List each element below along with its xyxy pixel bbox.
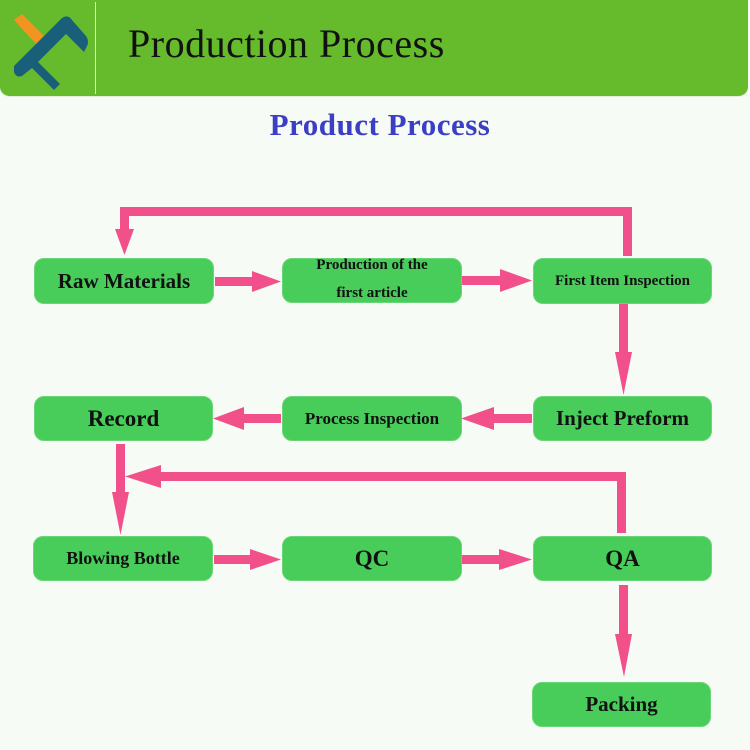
arrow-raw-to-production (215, 271, 281, 292)
node-label-line1: Production of the (316, 256, 428, 273)
node-label: Inject Preform (555, 406, 690, 430)
node-process-inspection: Process Inspection (282, 396, 462, 441)
node-raw-materials: Raw Materials (34, 258, 214, 304)
arrow-blowing-to-qc (214, 549, 281, 570)
node-label-line2: first article (336, 284, 408, 301)
diagram-title: Product Process (269, 107, 491, 142)
header-banner: Production Process (0, 0, 748, 97)
node-production-first-article: Production of the first article (282, 256, 462, 303)
arrow-first-inspection-to-inject (615, 304, 632, 395)
node-label: First Item Inspection (555, 272, 690, 289)
header-divider (95, 2, 96, 94)
loop-arrow-first-inspection-to-raw-materials (115, 207, 632, 256)
node-qa: QA (533, 536, 712, 581)
arrow-production-to-first-inspection (462, 269, 532, 292)
node-label: Blowing Bottle (66, 548, 180, 568)
arrow-inject-to-process-inspection (461, 407, 532, 430)
arrow-record-to-blowing (112, 444, 129, 535)
node-blowing-bottle: Blowing Bottle (33, 536, 213, 581)
node-label: Record (87, 405, 160, 431)
arrow-process-inspection-to-record (213, 407, 281, 430)
node-qc: QC (282, 536, 462, 581)
node-record: Record (34, 396, 213, 441)
node-label: QC (354, 545, 390, 571)
header-title: Production Process (128, 21, 445, 66)
node-label: QA (605, 545, 640, 571)
node-label: Raw Materials (57, 268, 191, 293)
node-label: Packing (585, 692, 658, 716)
arrow-qc-to-qa (461, 549, 532, 570)
arrow-qa-to-packing (615, 585, 632, 677)
node-first-item-inspection: First Item Inspection (533, 258, 712, 304)
node-label: Process Inspection (304, 408, 440, 428)
node-packing: Packing (532, 682, 711, 727)
loop-arrow-qa-to-blowing (125, 465, 626, 533)
node-inject-preform: Inject Preform (533, 396, 712, 441)
xf-logo-icon (14, 14, 88, 90)
